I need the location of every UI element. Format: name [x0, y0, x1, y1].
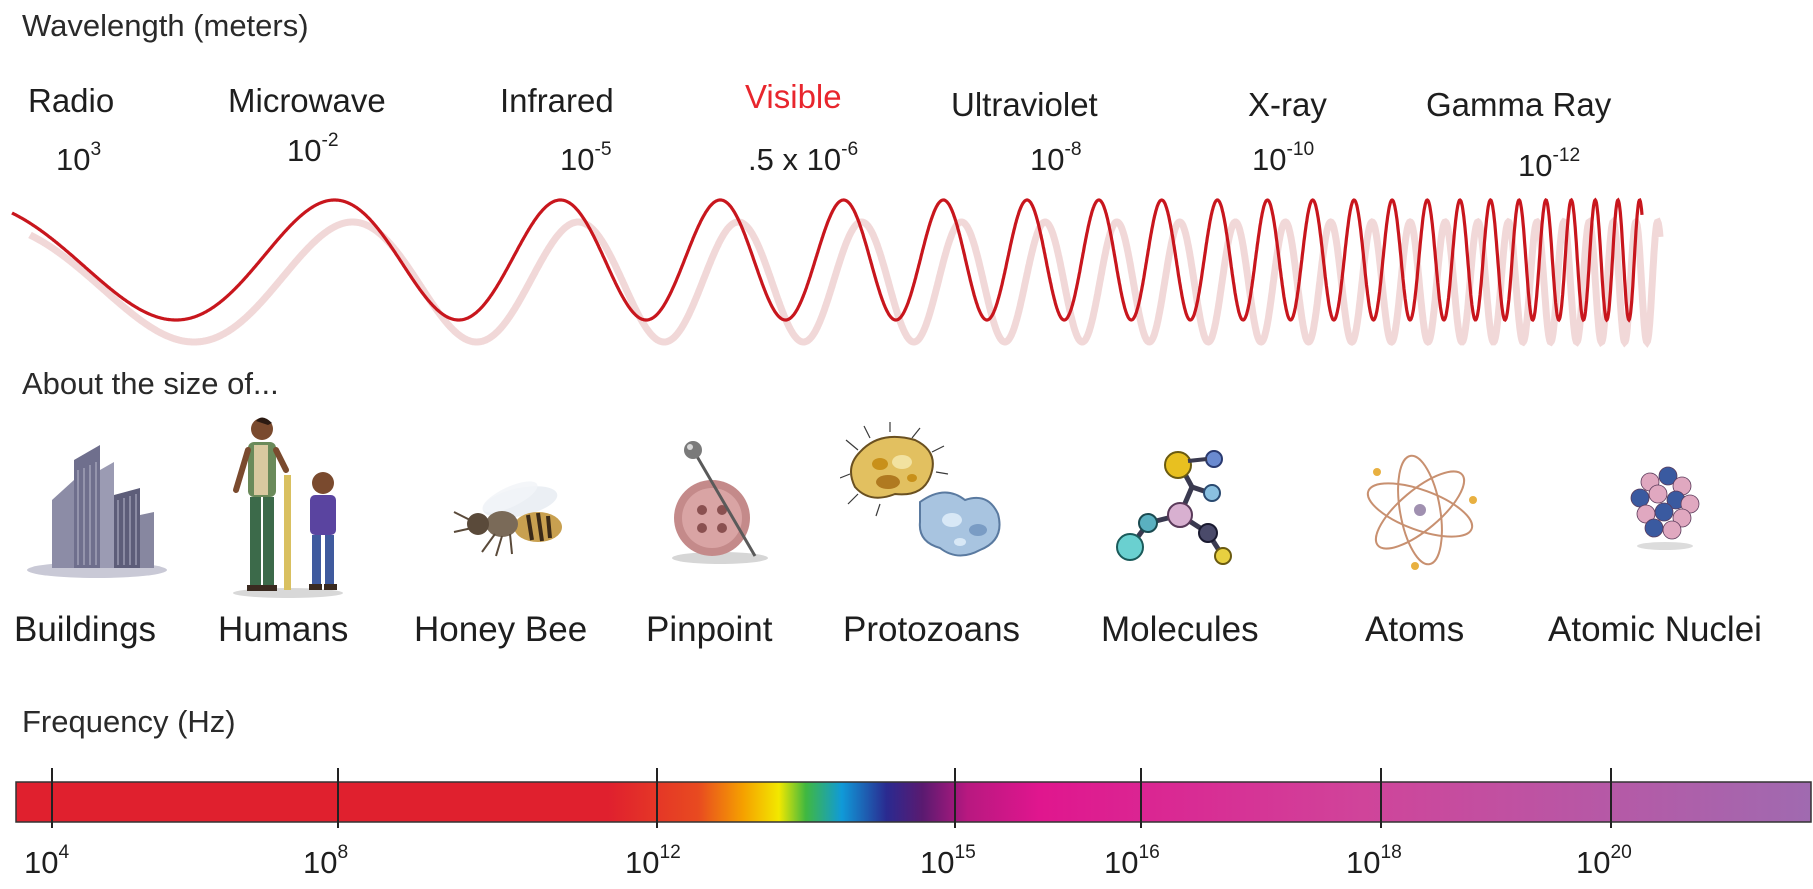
size-label-honey-bee: Honey Bee — [414, 610, 588, 649]
size-label-atoms: Atoms — [1365, 610, 1465, 649]
band-xray-label: X-ray — [1248, 86, 1327, 123]
band-gamma-ray-wavelength: 10-12 — [1518, 145, 1581, 183]
spectrum-gradient — [15, 781, 1812, 823]
honey-bee-icon — [453, 481, 562, 557]
frequency-tick-label-20: 1020 — [1576, 842, 1632, 880]
band-infrared-wavelength: 10-5 — [560, 139, 612, 177]
wavelength-heading: Wavelength (meters) — [22, 8, 309, 43]
size-label-atomic-nuclei: Atomic Nuclei — [1548, 610, 1762, 649]
pinpoint-icon — [672, 441, 768, 564]
size-label-humans: Humans — [218, 610, 349, 649]
band-visible-label: Visible — [745, 78, 842, 115]
atomic-nuclei-icon — [1630, 466, 1700, 550]
band-ultraviolet-label: Ultraviolet — [951, 86, 1098, 123]
frequency-tick-label-8: 108 — [303, 842, 349, 880]
band-visible-wavelength: .5 x 10-6 — [748, 139, 859, 177]
frequency-tick-label-4: 104 — [24, 842, 70, 880]
band-ultraviolet-wavelength: 10-8 — [1030, 139, 1082, 177]
band-gamma-ray-label: Gamma Ray — [1426, 86, 1612, 123]
frequency-tick-label-15: 1015 — [920, 842, 976, 880]
band-microwave-wavelength: 10-2 — [287, 130, 339, 168]
molecules-icon — [1116, 450, 1232, 565]
size-label-protozoans: Protozoans — [843, 610, 1021, 649]
frequency-tick-label-12: 1012 — [625, 842, 681, 880]
frequency-tick-label-18: 1018 — [1346, 842, 1402, 880]
band-xray-wavelength: 10-10 — [1252, 139, 1315, 177]
wave-shadow — [28, 216, 1664, 348]
humans-icon — [233, 417, 343, 598]
wavelength-wave — [11, 197, 1664, 348]
frequency-spectrum-bar — [15, 768, 1812, 828]
size-heading: About the size of... — [22, 366, 279, 401]
protozoans-icon — [840, 422, 1001, 557]
band-infrared-label: Infrared — [500, 82, 614, 119]
size-label-pinpoint: Pinpoint — [646, 610, 773, 649]
size-label-buildings: Buildings — [14, 610, 157, 649]
band-radio-label: Radio — [28, 82, 115, 119]
frequency-heading: Frequency (Hz) — [22, 704, 236, 739]
wave-line — [11, 197, 1644, 323]
band-microwave-label: Microwave — [228, 82, 386, 119]
band-radio-wavelength: 103 — [56, 139, 102, 177]
frequency-tick-label-16: 1016 — [1104, 842, 1160, 880]
atoms-icon — [1366, 454, 1477, 570]
size-label-molecules: Molecules — [1101, 610, 1259, 649]
buildings-icon — [27, 445, 167, 578]
